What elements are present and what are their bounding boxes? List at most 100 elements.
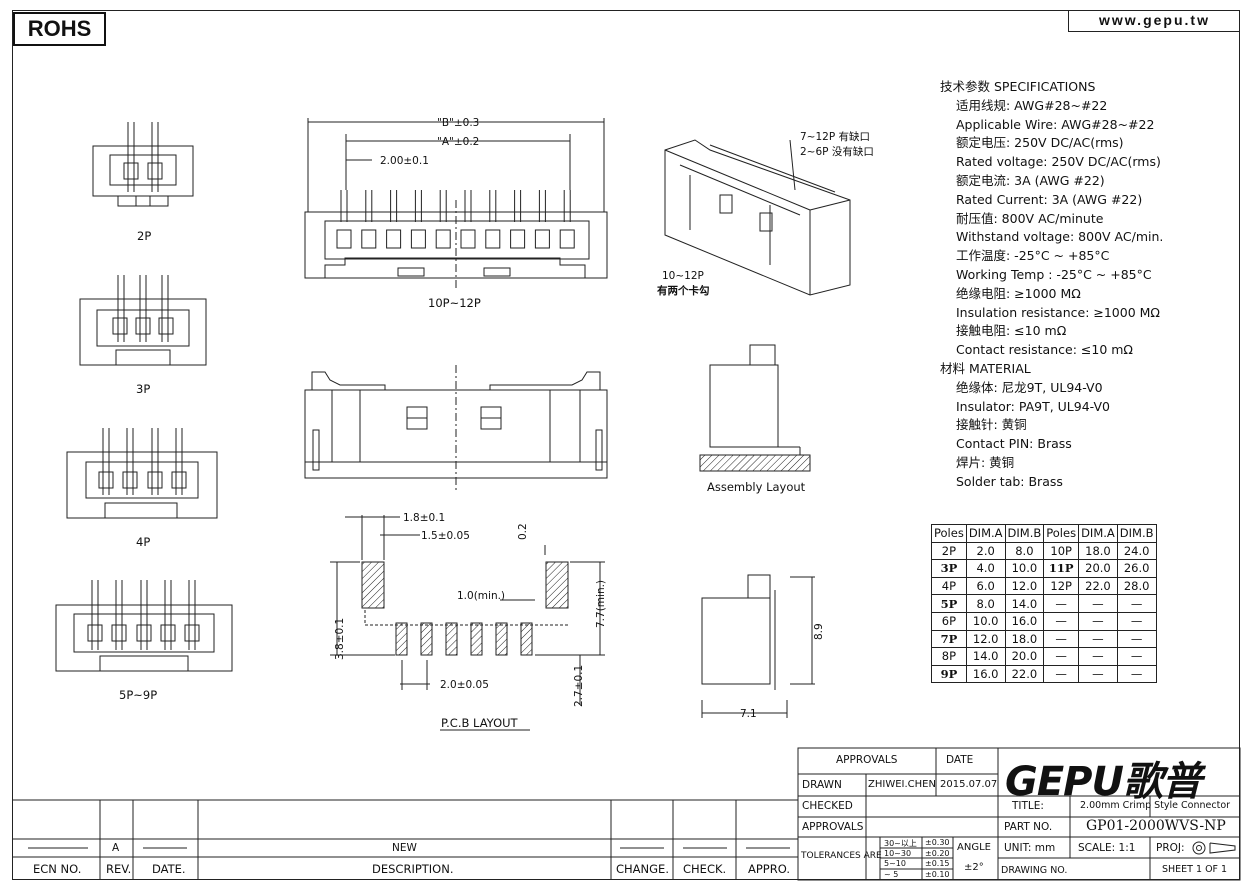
note-7-12p: 7~12P 有缺口 [800,130,870,143]
tol-range: 10~30 [884,848,912,858]
label-assembly: Assembly Layout [707,480,806,494]
spec-line: Rated Current: 3A (AWG #22) [956,191,1143,207]
poles-cell: 10P [1043,541,1080,561]
gepu-logo: GEPU歌普 [1005,759,1202,805]
tol-range: ~ 5 [884,869,899,879]
poles-cell: 8P [931,647,967,666]
poles-cell: 10.0 [965,611,1006,631]
poles-cell: 22.0 [1004,664,1045,684]
spec-line: 绝缘电阻: ≥1000 MΩ [956,285,1081,301]
poles-cell: 12.0 [1004,576,1045,596]
poles-cell: — [1043,647,1080,666]
view-side [701,574,815,718]
spec-line: 绝缘体: 尼龙9T, UL94-V0 [956,379,1103,395]
poles-cell: 8.0 [965,594,1006,613]
view-assembly [699,344,811,472]
spec-line: 焊片: 黄铜 [956,454,1015,470]
label-3p: 3P [136,382,150,396]
poles-cell: — [1116,664,1157,684]
tb-checked: CHECKED [802,800,853,812]
revision-header: ECN NO. [33,862,82,876]
poles-cell: — [1116,647,1157,666]
poles-header: DIM.B [1116,524,1157,543]
poles-cell: 12P [1043,576,1080,596]
tb-drawn-date: 2015.07.07 [940,779,998,790]
revision-header: REV. [106,862,132,876]
tb-drawn-by: ZHIWEI.CHEN [868,779,936,790]
dim-b: "B"±0.3 [437,117,479,129]
tb-title: 2.00mm Crimp Style Connector [1080,800,1231,811]
poles-cell: 16.0 [1004,611,1045,631]
view-10p-12p [304,118,608,290]
tb-tolerances: TOLERANCES ARE [801,851,882,861]
label-10p-12p: 10P~12P [428,296,481,310]
label-pcb-layout: P.C.B LAYOUT [441,716,519,730]
revision-header: APPRO. [748,862,790,876]
dim-1-0: 1.0(min.) [457,590,505,602]
view-2p [92,122,194,207]
dim-1-5: 1.5±0.05 [421,530,470,542]
tb-partno: GP01-2000WVS-NP [1086,818,1226,834]
projection-symbol [1192,841,1206,855]
poles-cell: — [1043,664,1080,684]
spec-line: 技术参数 SPECIFICATIONS [940,79,1096,94]
dim-7-1: 7.1 [740,708,757,720]
poles-cell: 10.0 [1004,559,1045,578]
poles-cell: 18.0 [1078,541,1118,561]
poles-cell: — [1078,594,1118,613]
poles-header: DIM.A [1078,524,1118,543]
poles-cell: 12.0 [965,629,1006,649]
spec-line: Insulator: PA9T, UL94-V0 [956,398,1110,414]
revision-header: CHECK. [683,862,727,876]
website-url[interactable]: www.gepu.tw [1068,10,1240,32]
poles-cell: — [1078,647,1118,666]
spec-line: Solder tab: Brass [956,473,1063,489]
spec-line: 接触电阻: ≤10 mΩ [956,323,1067,339]
view-isometric [664,139,851,296]
title-block-lines [797,747,1241,881]
poles-header: Poles [1043,524,1080,543]
poles-cell: 20.0 [1078,559,1118,578]
dim-pitch: 2.00±0.1 [380,155,429,167]
spec-line: Working Temp : -25°C ~ +85°C [956,266,1152,282]
tb-title-label: TITLE: [1012,800,1044,812]
poles-header: Poles [931,524,967,543]
poles-cell: 6.0 [965,576,1006,596]
spec-line: 材料 MATERIAL [940,360,1031,376]
poles-cell: 16.0 [965,664,1006,684]
dim-7-7: 7.7(min.) [595,580,607,628]
poles-cell: 18.0 [1004,629,1045,649]
revision-header: DESCRIPTION. [372,862,454,876]
dim-1-8: 1.8±0.1 [403,512,445,524]
tb-approvals: APPROVALS [836,754,898,766]
poles-cell: — [1078,664,1118,684]
dim-2-0: 2.0±0.05 [440,679,489,691]
rev-value: A [112,842,120,854]
poles-header: DIM.A [965,524,1006,543]
dim-0-2: 0.2 [517,523,529,540]
tb-scale: SCALE: 1:1 [1078,842,1136,854]
spec-line: 适用线规: AWG#28~#22 [956,97,1108,113]
poles-cell: 22.0 [1078,576,1118,596]
poles-cell: 9P [931,664,967,684]
spec-line: 额定电流: 3A (AWG #22) [956,172,1105,188]
tb-partno-label: PART NO. [1004,821,1053,833]
poles-cell: 14.0 [1004,594,1045,613]
tb-date: DATE [946,754,974,766]
revision-header: CHANGE. [616,862,669,876]
dim-a: "A"±0.2 [437,136,479,148]
tb-angle-value: ±2° [964,862,984,873]
tol-value: ±0.30 [925,838,950,847]
poles-cell: 2.0 [965,541,1006,561]
label-4p: 4P [136,535,150,549]
view-front [304,365,608,490]
tol-range: 5~10 [884,859,906,868]
tb-proj: PROJ: [1156,842,1185,854]
tol-value: ±0.10 [925,869,950,879]
tol-value: ±0.15 [925,859,950,868]
tb-angle: ANGLE [957,842,991,853]
poles-header: DIM.B [1004,524,1045,543]
poles-cell: — [1116,629,1157,649]
note-2-6p: 2~6P 没有缺口 [800,145,874,158]
